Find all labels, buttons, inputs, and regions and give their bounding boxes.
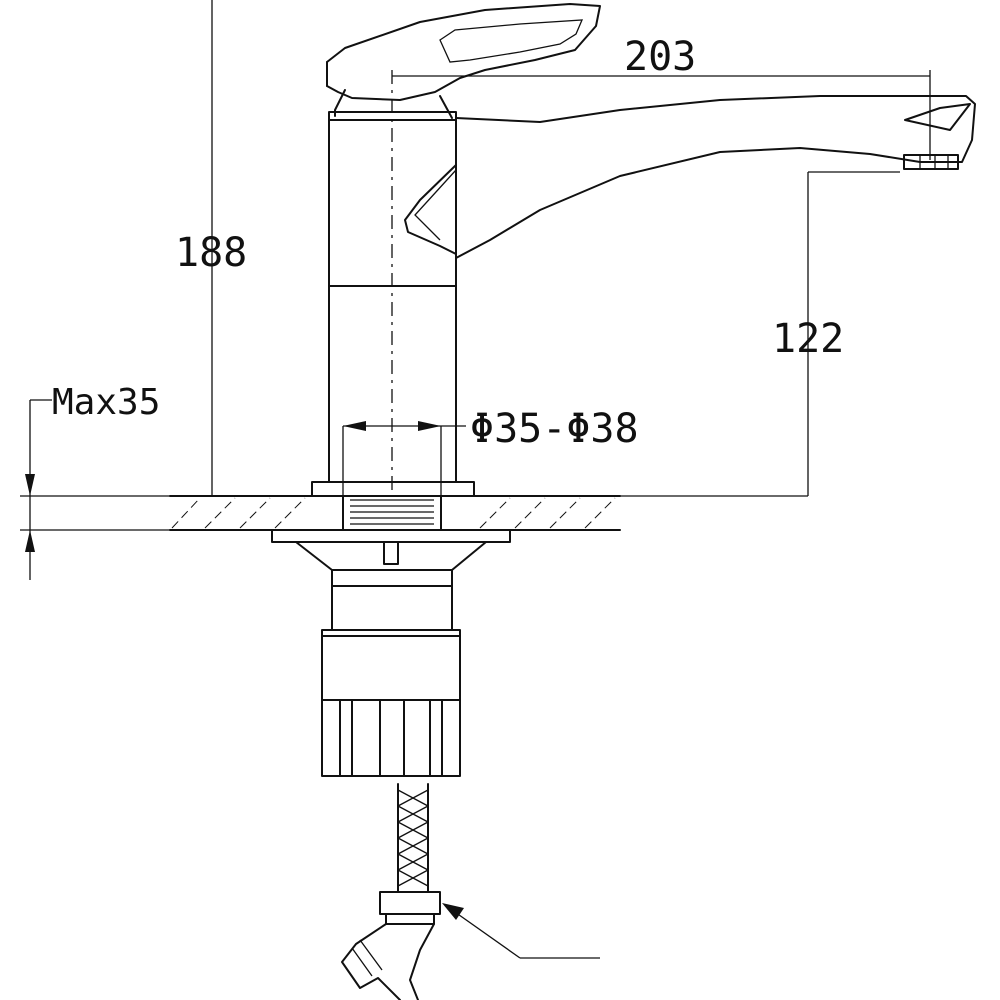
dim-spout-reach (392, 70, 931, 160)
label-max-thickness: Max35 (52, 382, 160, 423)
spout-tip (904, 103, 971, 131)
lever-handle (326, 3, 601, 101)
fixing-plate (271, 529, 511, 543)
hose-fitting-top (379, 891, 441, 915)
countertop-section (169, 495, 621, 531)
lower-nut (321, 629, 461, 777)
faucet-body (311, 3, 976, 497)
dim-spout-height (620, 171, 900, 497)
fixing-nut (331, 569, 453, 587)
label-spout-reach: 203 (624, 34, 696, 80)
base-ring (311, 481, 475, 497)
hose-fitting-angled (341, 923, 401, 1000)
hose-leader (442, 903, 600, 959)
label-hole-diameter: Φ35-Φ38 (470, 406, 639, 452)
label-spout-height: 122 (772, 316, 844, 362)
spout (455, 95, 976, 259)
dim-hole-diameter (342, 421, 466, 496)
flexible-hose (341, 783, 441, 1000)
cap-ring (328, 111, 457, 121)
label-total-height: 188 (175, 230, 247, 276)
lever-handle-inner (439, 19, 584, 63)
dim-max-thickness (20, 399, 170, 580)
aerator (903, 154, 959, 170)
threaded-shank (342, 495, 442, 531)
under-counter-fixing (271, 529, 511, 777)
dim-total-height (200, 0, 312, 497)
